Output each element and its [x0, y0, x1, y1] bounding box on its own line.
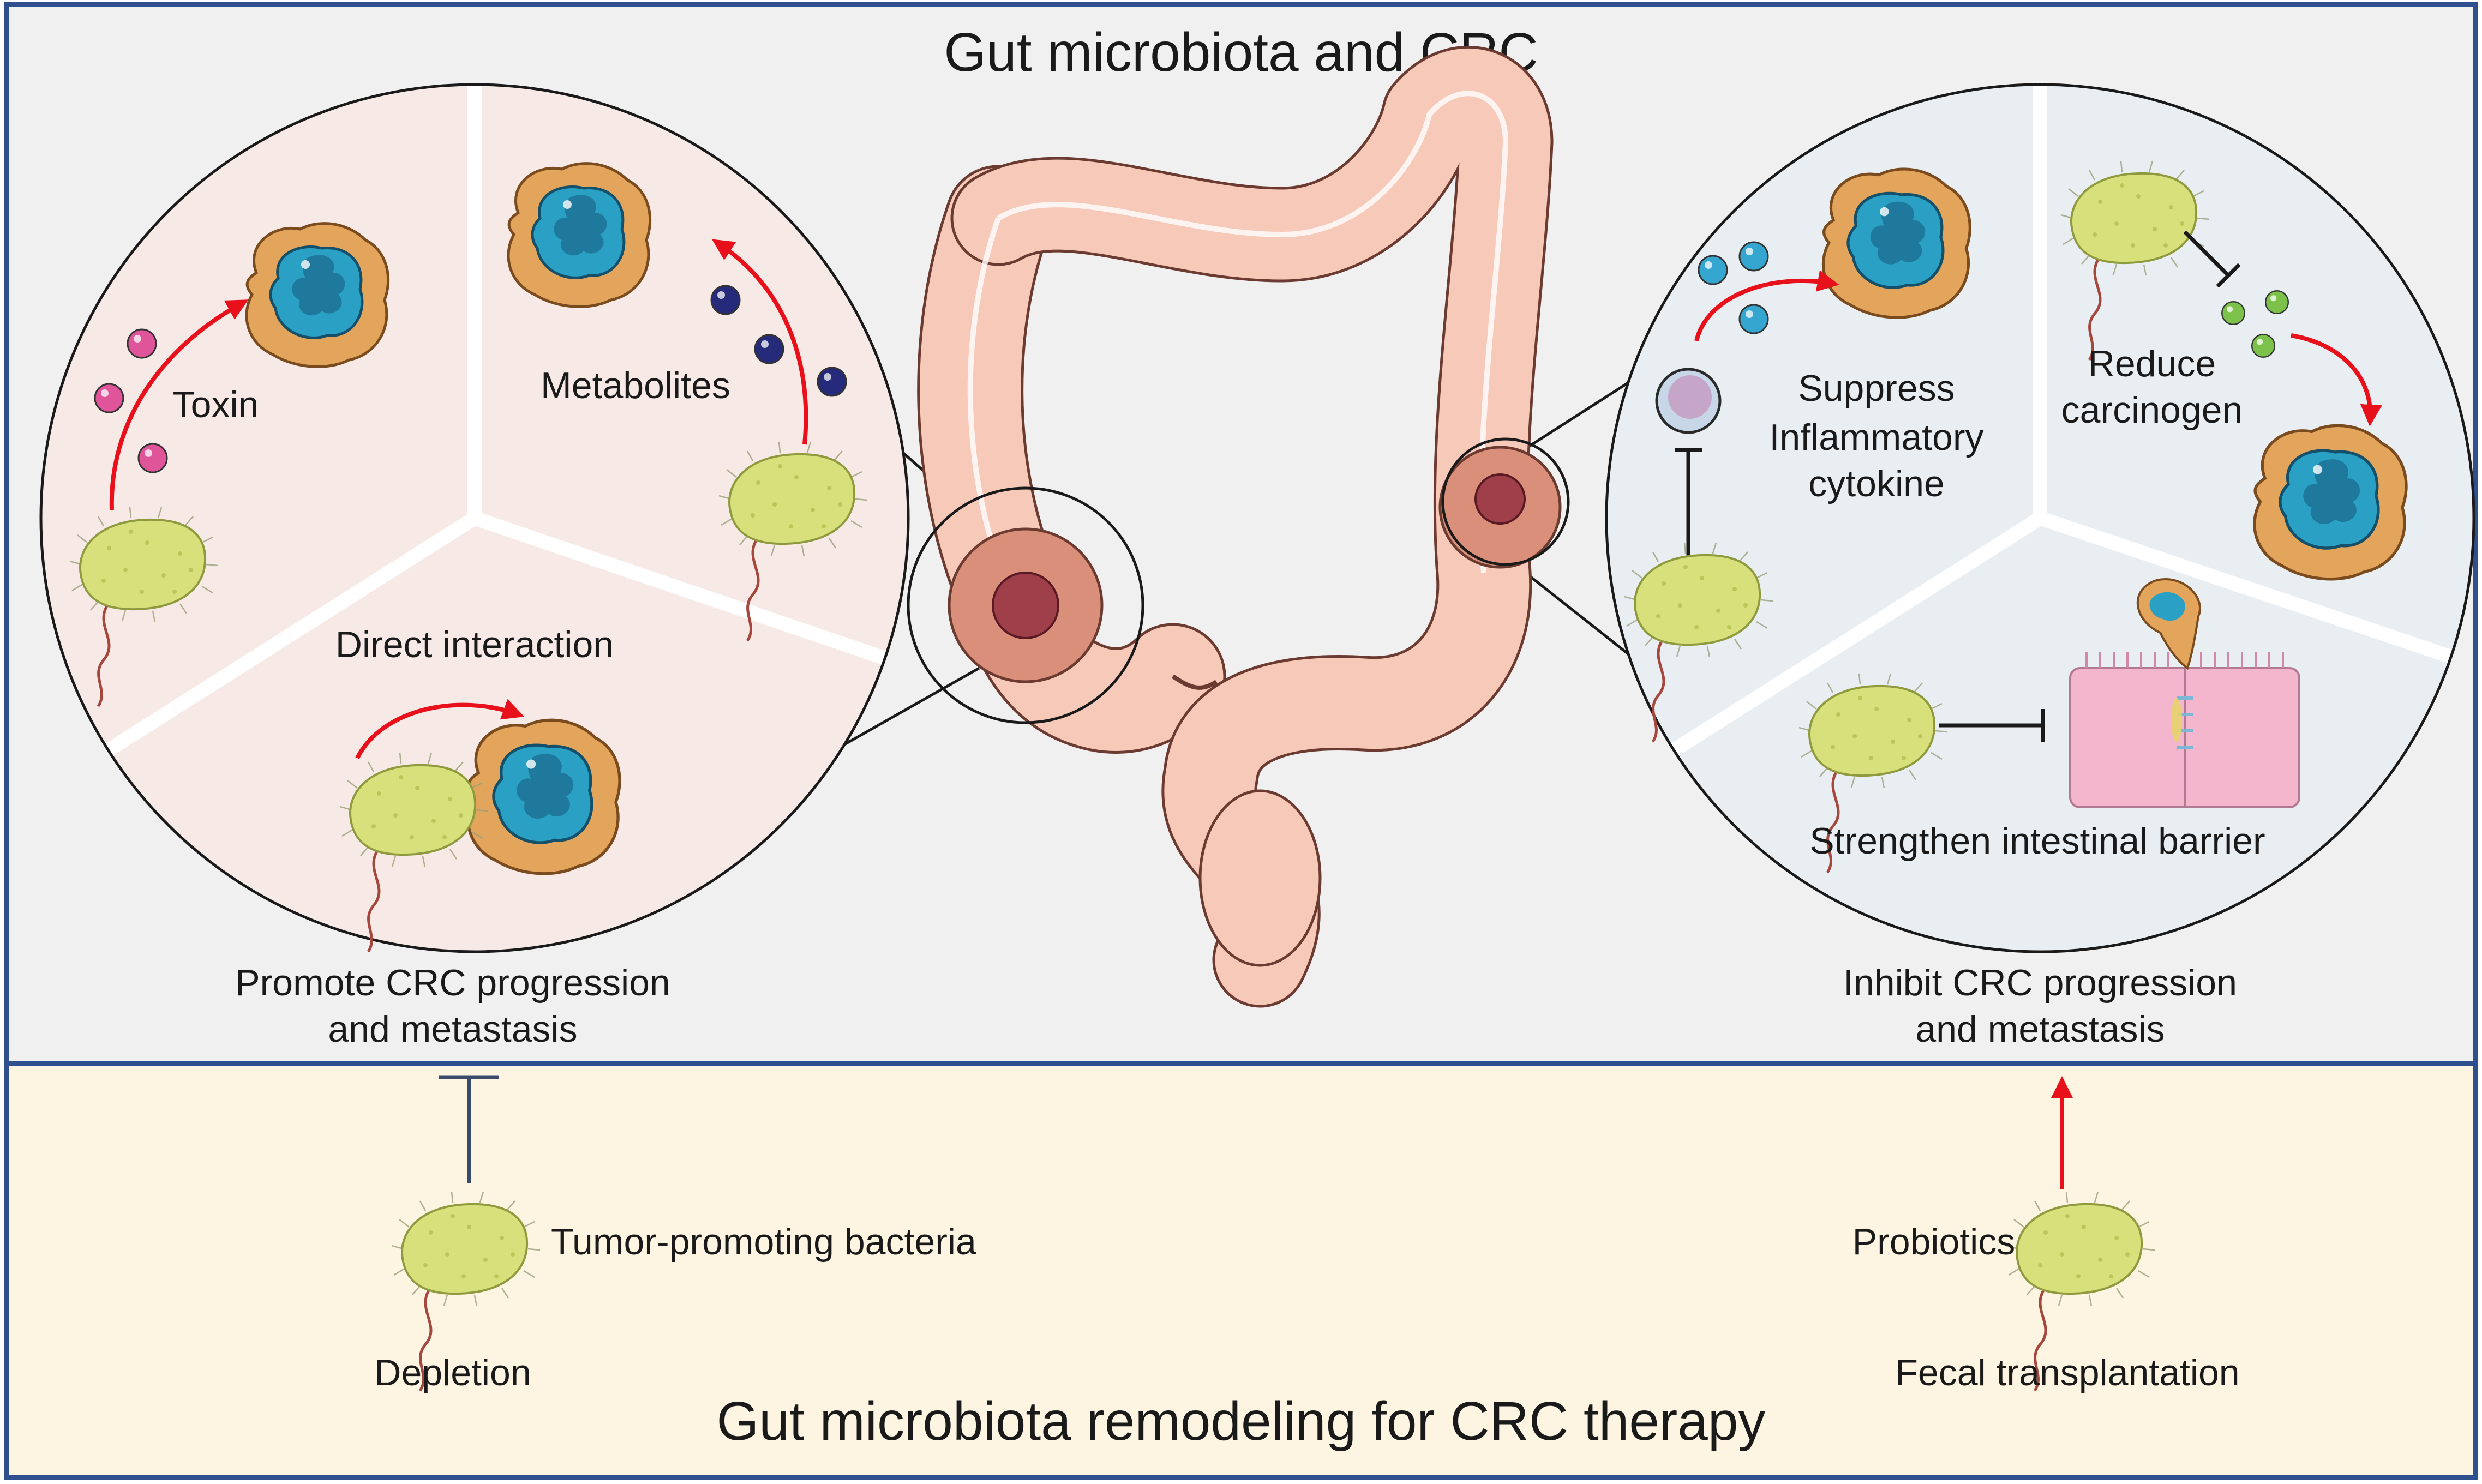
inhibit-icon	[1939, 709, 2045, 742]
bottom-title: Gut microbiota remodeling for CRC therap…	[717, 1391, 1766, 1452]
tumor-cell-icon	[247, 224, 388, 367]
depletion-label: Depletion	[374, 1352, 531, 1393]
red-arrow-icon	[711, 239, 808, 445]
suppress-label: Suppress	[1798, 368, 1955, 409]
red-arrow-icon	[2291, 333, 2382, 426]
tumor-cell-icon	[1823, 169, 1970, 317]
intestinal-barrier-icon	[2069, 578, 2300, 808]
inhibit-caption: and metastasis	[1915, 1008, 2165, 1050]
tumor-cell-icon	[2255, 425, 2406, 579]
metabolites-label: Metabolites	[541, 365, 730, 406]
inhibit-icon	[439, 1075, 499, 1183]
promote-circle: Toxin Metabolites Direct interaction	[39, 83, 910, 953]
tumor-bacteria-label: Tumor-promoting bacteria	[551, 1221, 976, 1263]
suppress-label: Inflammatory	[1770, 417, 1984, 458]
promote-caption: Promote CRC progression	[235, 962, 670, 1004]
red-arrow-icon	[1694, 270, 1839, 341]
barrier-label: Strengthen intestinal barrier	[1809, 820, 2265, 862]
reduce-label: carcinogen	[2061, 389, 2243, 431]
fecal-transplantation-label: Fecal transplantation	[1895, 1352, 2239, 1393]
inhibit-icon	[2183, 230, 2241, 288]
tumor-cell-icon	[508, 164, 650, 307]
colon-icon	[907, 45, 1570, 1008]
toxin-label: Toxin	[172, 384, 259, 425]
inhibit-caption: Inhibit CRC progression	[1843, 962, 2237, 1004]
immune-cell-icon	[1655, 368, 1722, 434]
inhibit-icon	[1675, 448, 1702, 559]
red-arrow-icon	[355, 699, 525, 759]
depletion-group: Tumor-promoting bacteria Depletion	[374, 1075, 976, 1393]
reduce-label: Reduce	[2088, 343, 2216, 384]
promote-caption: and metastasis	[328, 1008, 577, 1050]
probiotics-group: Probiotics Fecal transplantation	[1852, 1076, 2240, 1393]
tumor-cell-icon	[468, 720, 620, 874]
red-arrow-icon	[109, 299, 249, 510]
probiotics-label: Probiotics	[1852, 1221, 2016, 1263]
direct-interaction-label: Direct interaction	[335, 624, 614, 665]
suppress-label: cytokine	[1808, 463, 1944, 504]
connector-line	[1521, 569, 1640, 664]
inhibit-circle: Suppress Inflammatory cytokine Reduce ca…	[1605, 83, 2475, 953]
